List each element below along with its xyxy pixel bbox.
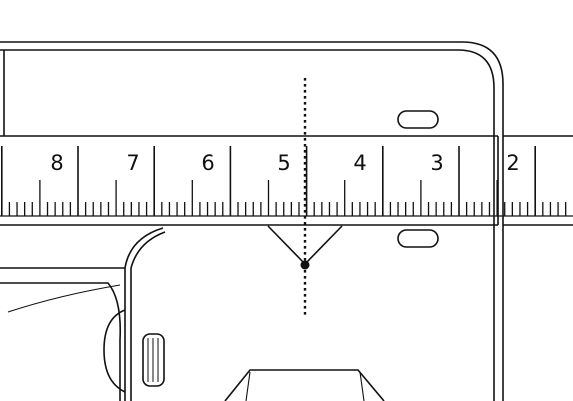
throat-plate-corner-2 — [130, 231, 166, 269]
ruler-label-3: 3 — [430, 151, 443, 175]
ruler-label-2: 2 — [506, 151, 519, 175]
machine-lower-left — [0, 227, 166, 401]
ruler-label-5: 5 — [277, 151, 290, 175]
knob-housing — [103, 309, 126, 393]
presser-foot-pointer — [267, 225, 343, 270]
bed-inner-edge — [0, 49, 495, 401]
ruler: 8 7 6 5 4 3 2 — [0, 135, 573, 226]
lower-slot — [397, 229, 439, 248]
knob — [142, 333, 165, 387]
ruler-labels: 8 7 6 5 4 3 2 — [50, 151, 519, 175]
ruler-label-8: 8 — [50, 151, 63, 175]
throat-plate-corner — [124, 227, 164, 269]
ruler-ticks — [0, 146, 567, 216]
ruler-label-4: 4 — [353, 151, 366, 175]
cover-outline — [0, 282, 122, 401]
needle-point — [300, 260, 310, 270]
ruler-label-7: 7 — [126, 151, 139, 175]
bed-outer-edge — [0, 41, 504, 401]
feed-dog-inner — [245, 371, 365, 401]
upper-slot — [397, 110, 439, 129]
ruler-label-6: 6 — [201, 151, 214, 175]
machine-bed-outline — [0, 41, 504, 401]
bobbin-curve — [7, 284, 121, 313]
feed-dog — [224, 369, 385, 401]
feed-dog-outline — [224, 369, 385, 401]
